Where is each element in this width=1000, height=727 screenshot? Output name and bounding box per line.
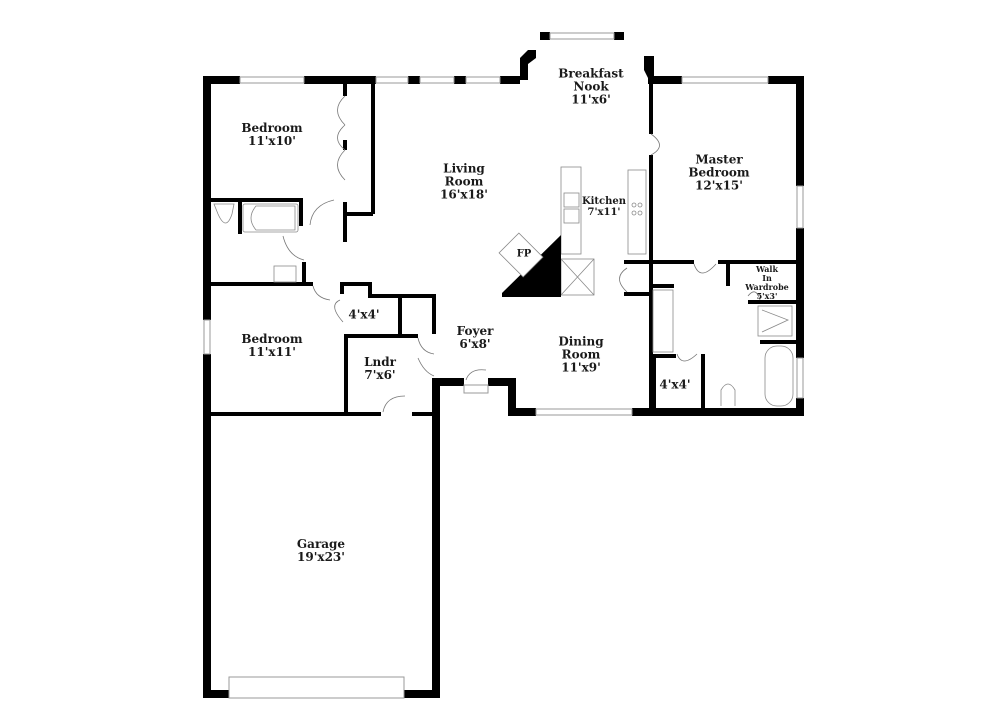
room-name: Foyer [456, 324, 494, 338]
room-size: 6'x8' [459, 337, 491, 351]
room-name: Room [561, 347, 601, 362]
room-size: 7'x11' [587, 207, 621, 218]
room-name: Nook [573, 79, 609, 94]
room-label-bedroom-1: Bedroom 11'x10' [241, 122, 302, 148]
fireplace-label: FP [516, 248, 532, 260]
room-name: Garage [296, 537, 346, 551]
room-name: Breakfast [558, 66, 624, 81]
room-name: Room [444, 174, 484, 189]
room-label-closet-right: 4'x4' [659, 377, 691, 392]
room-name: Wardrobe [745, 282, 789, 292]
room-label-bedroom-2: Bedroom 11'x11' [241, 333, 302, 359]
room-label-breakfast-nook: Breakfast Nook 11'x6' [558, 66, 624, 107]
room-label-closet-left: 4'x4' [348, 307, 380, 322]
room-label-walk-in-wardrobe: Walk In Wardrobe 5'x3' [745, 265, 789, 301]
door-swings [282, 95, 761, 413]
room-size: 7'x6' [364, 368, 396, 382]
room-label-living-room: Living Room 16'x18' [440, 161, 488, 202]
room-size: 5'x3' [756, 291, 778, 301]
room-name: Master [695, 152, 743, 167]
room-size: 11'x6' [571, 92, 611, 107]
room-name: Bedroom [688, 165, 750, 180]
room-size: 4'x4' [348, 307, 380, 322]
room-name: Bedroom [241, 121, 303, 135]
room-label-garage: Garage 19'x23' [297, 538, 345, 564]
exterior-walls [203, 32, 804, 698]
room-name: In [762, 273, 772, 283]
room-size: 4'x4' [659, 377, 691, 392]
interior-walls [211, 84, 798, 416]
room-label-master-bedroom: Master Bedroom 12'x15' [688, 152, 750, 193]
room-size: 11'x10' [248, 134, 296, 148]
room-size: 11'x9' [561, 360, 601, 375]
room-label-foyer: Foyer 6'x8' [457, 325, 494, 351]
room-size: 16'x18' [440, 187, 488, 202]
fireplace [498, 232, 561, 297]
room-name: Dining [558, 334, 604, 349]
room-name: Living [443, 161, 485, 176]
room-name: Lndr [364, 355, 396, 369]
room-label-laundry: Lndr 7'x6' [364, 356, 396, 382]
windows [203, 32, 804, 699]
room-name: Kitchen [581, 196, 627, 207]
room-size: 19'x23' [297, 550, 345, 564]
room-size: 12'x15' [695, 178, 743, 193]
room-label-dining-room: Dining Room 11'x9' [558, 334, 604, 375]
fixtures [213, 166, 794, 407]
room-size: 11'x11' [248, 345, 296, 359]
room-name: Walk [755, 264, 779, 274]
room-name: Bedroom [241, 332, 303, 346]
room-label-kitchen: Kitchen 7'x11' [582, 196, 626, 218]
